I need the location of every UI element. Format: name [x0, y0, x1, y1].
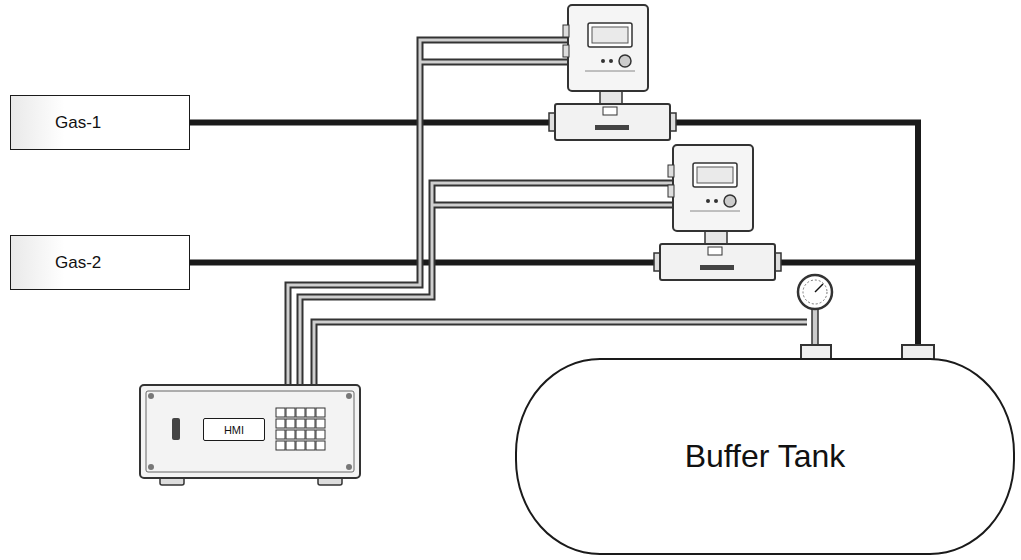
- gas-source-box: Gas-2: [10, 235, 190, 290]
- node-label: Gas-2: [55, 253, 101, 273]
- controller-unit: [140, 385, 360, 485]
- node-label: HMI: [224, 424, 244, 436]
- flow-meter: [654, 145, 781, 280]
- pressure-gauge: [798, 275, 832, 348]
- node-label: Buffer Tank: [685, 438, 846, 475]
- gas-source-box: Gas-1: [10, 95, 190, 150]
- signal-wires: [288, 40, 807, 385]
- node-label: Gas-1: [55, 113, 101, 133]
- buffer-tank: Buffer Tank: [515, 358, 1015, 555]
- flow-meter: [549, 5, 676, 140]
- hmi-display: HMI: [203, 418, 265, 441]
